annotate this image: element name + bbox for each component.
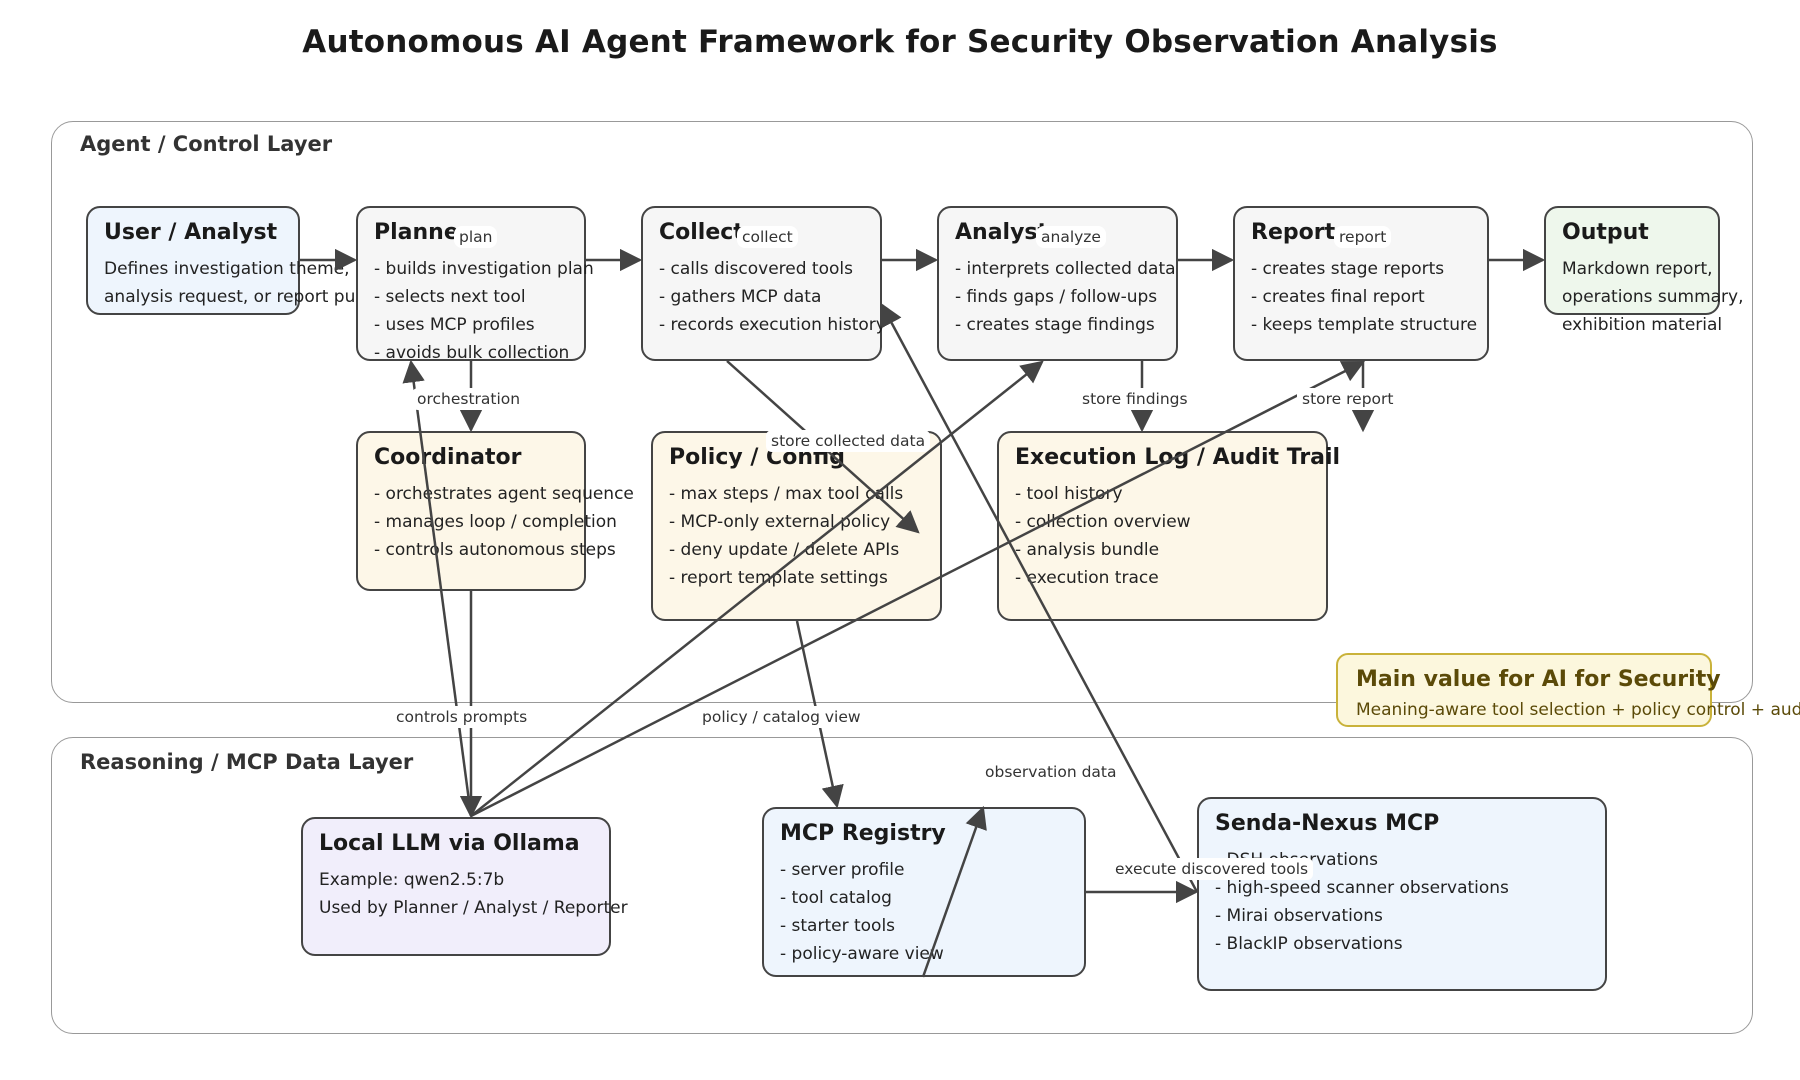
coordinator-node: Coordinator - orchestrates agent sequenc… [356, 431, 634, 591]
analyst-name: Analyst [955, 220, 1049, 245]
node-line: Markdown report, [1562, 259, 1713, 279]
node-line: - tool history [1015, 484, 1123, 504]
planner-node: Planner - builds investigation plan - se… [356, 206, 594, 363]
node-line: - finds gaps / follow-ups [955, 287, 1158, 307]
edge-label-observation-data: observation data [985, 763, 1117, 781]
node-line: - creates final report [1251, 287, 1425, 307]
mcp-registry-name: MCP Registry [780, 821, 946, 846]
node-line: - execution trace [1015, 568, 1159, 588]
node-line: - creates stage reports [1251, 259, 1445, 279]
edge-label-orchestration: orchestration [412, 388, 526, 410]
output-node: Output Markdown report, operations summa… [1544, 206, 1744, 335]
node-line: - MCP-only external policy [669, 512, 891, 532]
node-line: - policy-aware view [780, 944, 944, 964]
node-line: - interprets collected data [955, 259, 1176, 279]
user-analyst-name: User / Analyst [104, 220, 278, 245]
diagram-title: Autonomous AI Agent Framework for Securi… [302, 24, 1498, 60]
edge-label-report: report [1334, 226, 1392, 248]
edge-label-collect: collect [737, 226, 798, 248]
agent-control-layer-title: Agent / Control Layer [80, 132, 333, 156]
node-line: - manages loop / completion [374, 512, 617, 532]
node-line: operations summary, [1562, 287, 1744, 307]
user-analyst-node: User / Analyst Defines investigation the… [86, 206, 403, 315]
edge-label-policy-catalog: policy / catalog view [697, 706, 866, 728]
node-line: Used by Planner / Analyst / Reporter [319, 898, 628, 918]
main-value-subtitle: Meaning-aware tool selection + policy co… [1356, 700, 1800, 720]
node-line: - deny update / delete APIs [669, 540, 900, 560]
execution-log-name: Execution Log / Audit Trail [1015, 445, 1341, 470]
node-line: - analysis bundle [1015, 540, 1160, 560]
local-llm-name: Local LLM via Ollama [319, 831, 580, 856]
senda-nexus-mcp-name: Senda-Nexus MCP [1215, 811, 1440, 836]
edge-label-store-report: store report [1297, 388, 1399, 410]
node-line: exhibition material [1562, 315, 1723, 335]
reasoning-mcp-layer-title: Reasoning / MCP Data Layer [80, 750, 414, 774]
edge-label-store-findings: store findings [1077, 388, 1193, 410]
node-line: - collection overview [1015, 512, 1191, 532]
senda-nexus-mcp-node: Senda-Nexus MCP - DSH observations - hig… [1197, 797, 1607, 991]
node-line: - report template settings [669, 568, 888, 588]
node-line: - Mirai observations [1215, 906, 1383, 926]
edge-label-execute-tools: execute discovered tools [1110, 858, 1314, 880]
edge-label-analyze: analyze [1036, 226, 1106, 248]
node-line: - builds investigation plan [374, 259, 594, 279]
node-line: - high-speed scanner observations [1215, 878, 1509, 898]
node-line: - controls autonomous steps [374, 540, 616, 560]
node-line: - orchestrates agent sequence [374, 484, 634, 504]
execution-log-node: Execution Log / Audit Trail - tool histo… [997, 431, 1341, 621]
node-line: - avoids bulk collection [374, 343, 570, 363]
node-line: - selects next tool [374, 287, 526, 307]
output-name: Output [1562, 220, 1649, 245]
node-line: Defines investigation theme, [104, 259, 350, 279]
node-line: - records execution history [659, 315, 886, 335]
coordinator-name: Coordinator [374, 445, 522, 470]
collector-node: Collector - calls discovered tools - gat… [641, 206, 886, 361]
node-line: analysis request, or report purpose [104, 287, 403, 307]
node-line: Example: qwen2.5:7b [319, 870, 505, 890]
main-value-callout: Main value for AI for Security Meaning-a… [1336, 653, 1800, 727]
node-line: - tool catalog [780, 888, 892, 908]
local-llm-node: Local LLM via Ollama Example: qwen2.5:7b… [301, 817, 628, 956]
node-line: - gathers MCP data [659, 287, 822, 307]
node-line: - max steps / max tool calls [669, 484, 904, 504]
node-line: - server profile [780, 860, 905, 880]
edge-label-controls-prompts: controls prompts [391, 706, 533, 728]
edge-label-plan: plan [454, 226, 498, 248]
planner-name: Planner [374, 220, 470, 245]
policy-config-node: Policy / Config - max steps / max tool c… [651, 431, 942, 621]
edge-label-store-collected: store collected data [766, 430, 931, 452]
node-line: - BlackIP observations [1215, 934, 1403, 954]
node-line: - calls discovered tools [659, 259, 853, 279]
mcp-registry-node: MCP Registry - server profile - tool cat… [762, 807, 1086, 977]
main-value-title: Main value for AI for Security [1356, 667, 1721, 692]
node-line: - keeps template structure [1251, 315, 1478, 335]
node-line: - starter tools [780, 916, 896, 936]
node-line: - uses MCP profiles [374, 315, 535, 335]
node-line: - creates stage findings [955, 315, 1155, 335]
